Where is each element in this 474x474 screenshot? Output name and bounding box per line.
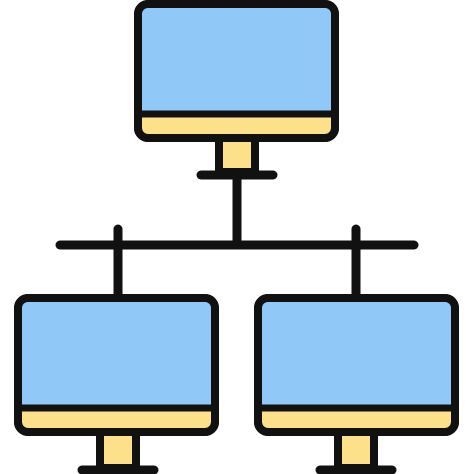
top-computer <box>134 0 339 180</box>
bottom-right-computer-frame <box>254 294 459 436</box>
bottom-left-computer-frame <box>14 294 219 436</box>
top-computer-frame <box>134 0 339 142</box>
top-computer-screen <box>140 6 333 112</box>
network-connections <box>55 171 419 303</box>
bottom-left-computer-stand <box>96 428 140 472</box>
bottom-left-computer <box>14 294 219 474</box>
bottom-left-computer-screen <box>20 300 213 406</box>
top-computer-stand <box>215 134 259 176</box>
bottom-right-computer <box>254 294 459 474</box>
bottom-right-computer-stand <box>334 428 378 472</box>
bottom-right-computer-screen <box>260 300 453 406</box>
